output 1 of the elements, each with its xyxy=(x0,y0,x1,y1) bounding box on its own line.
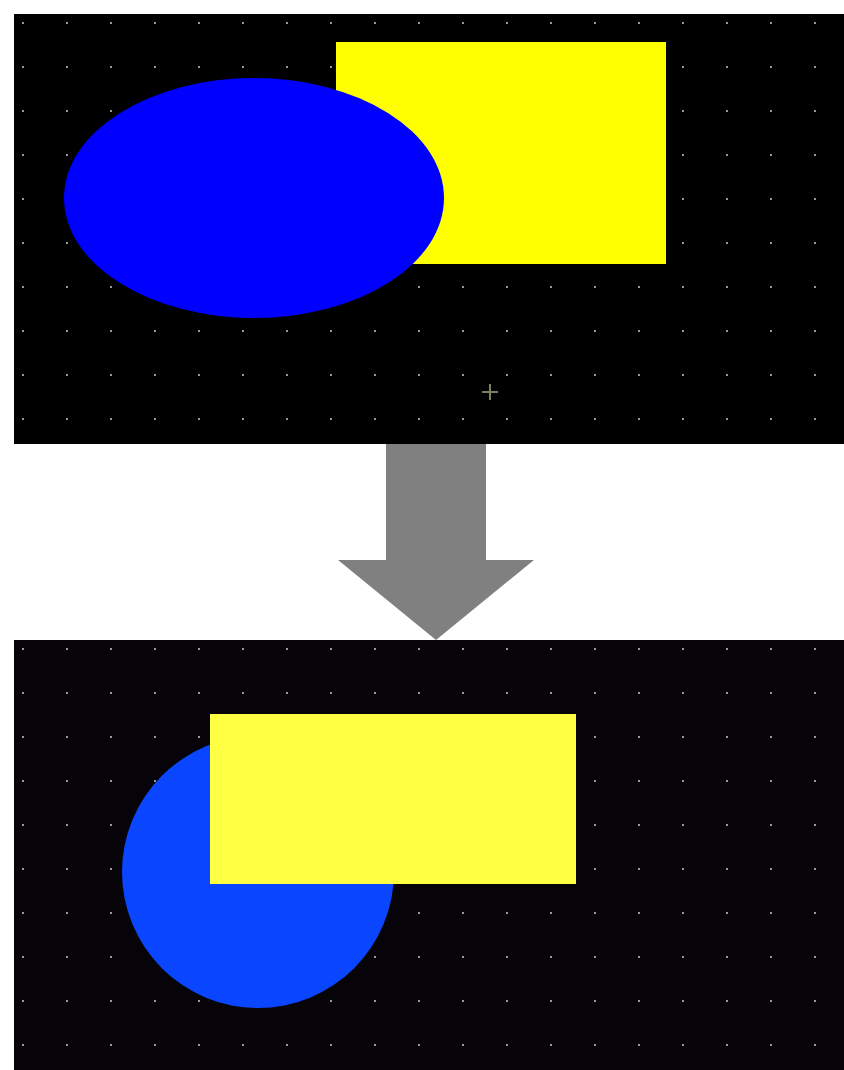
block-arrow xyxy=(338,444,534,640)
